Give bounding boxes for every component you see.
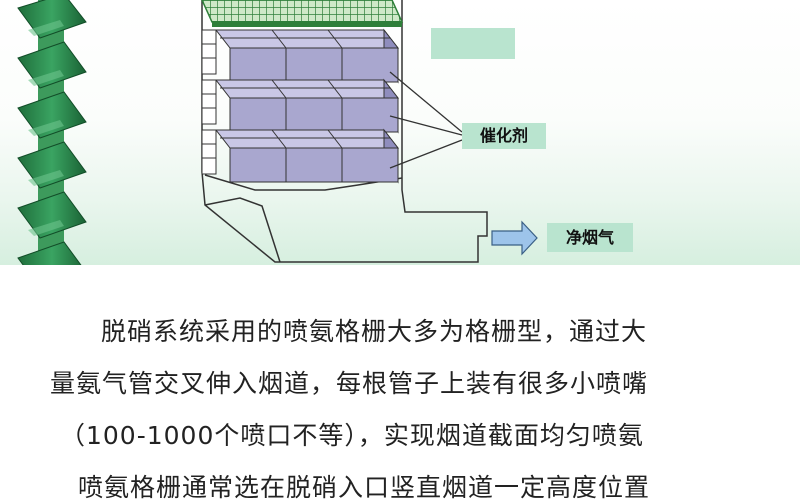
outlet-arrow-icon (491, 220, 538, 256)
catalyst-layer-3 (214, 128, 400, 184)
reactor-diagram: 催化剂 净烟气 (0, 0, 800, 265)
clean-gas-label: 净烟气 (547, 223, 633, 252)
ammonia-grid (201, 0, 404, 27)
support-wall (201, 29, 217, 175)
catalyst-label: 催化剂 (462, 123, 546, 149)
label-box-top (431, 28, 515, 59)
paragraph-line-2: 量氨气管交叉伸入烟道，每根管子上装有很多小喷嘴 (50, 369, 649, 398)
reactor-body (201, 0, 488, 263)
catalyst-layer-2 (214, 78, 400, 134)
catalyst-layer-1 (214, 28, 400, 84)
catalyst-leader-lines (389, 71, 463, 169)
paragraph-line-1: 脱硝系统采用的喷氨格栅大多为格栅型，通过大 (101, 317, 648, 346)
reactor-drawing (17, 0, 538, 265)
paragraph-line-4: 喷氨格栅通常选在脱硝入口竖直烟道一定高度位置 (78, 473, 651, 502)
paragraph-line-3: （100-1000个喷口不等），实现烟道截面均匀喷氨 (60, 421, 644, 450)
spiral-decoration (17, 0, 87, 265)
description-paragraph: 脱硝系统采用的喷氨格栅大多为格栅型，通过大 量氨气管交叉伸入烟道，每根管子上装有… (0, 265, 800, 502)
